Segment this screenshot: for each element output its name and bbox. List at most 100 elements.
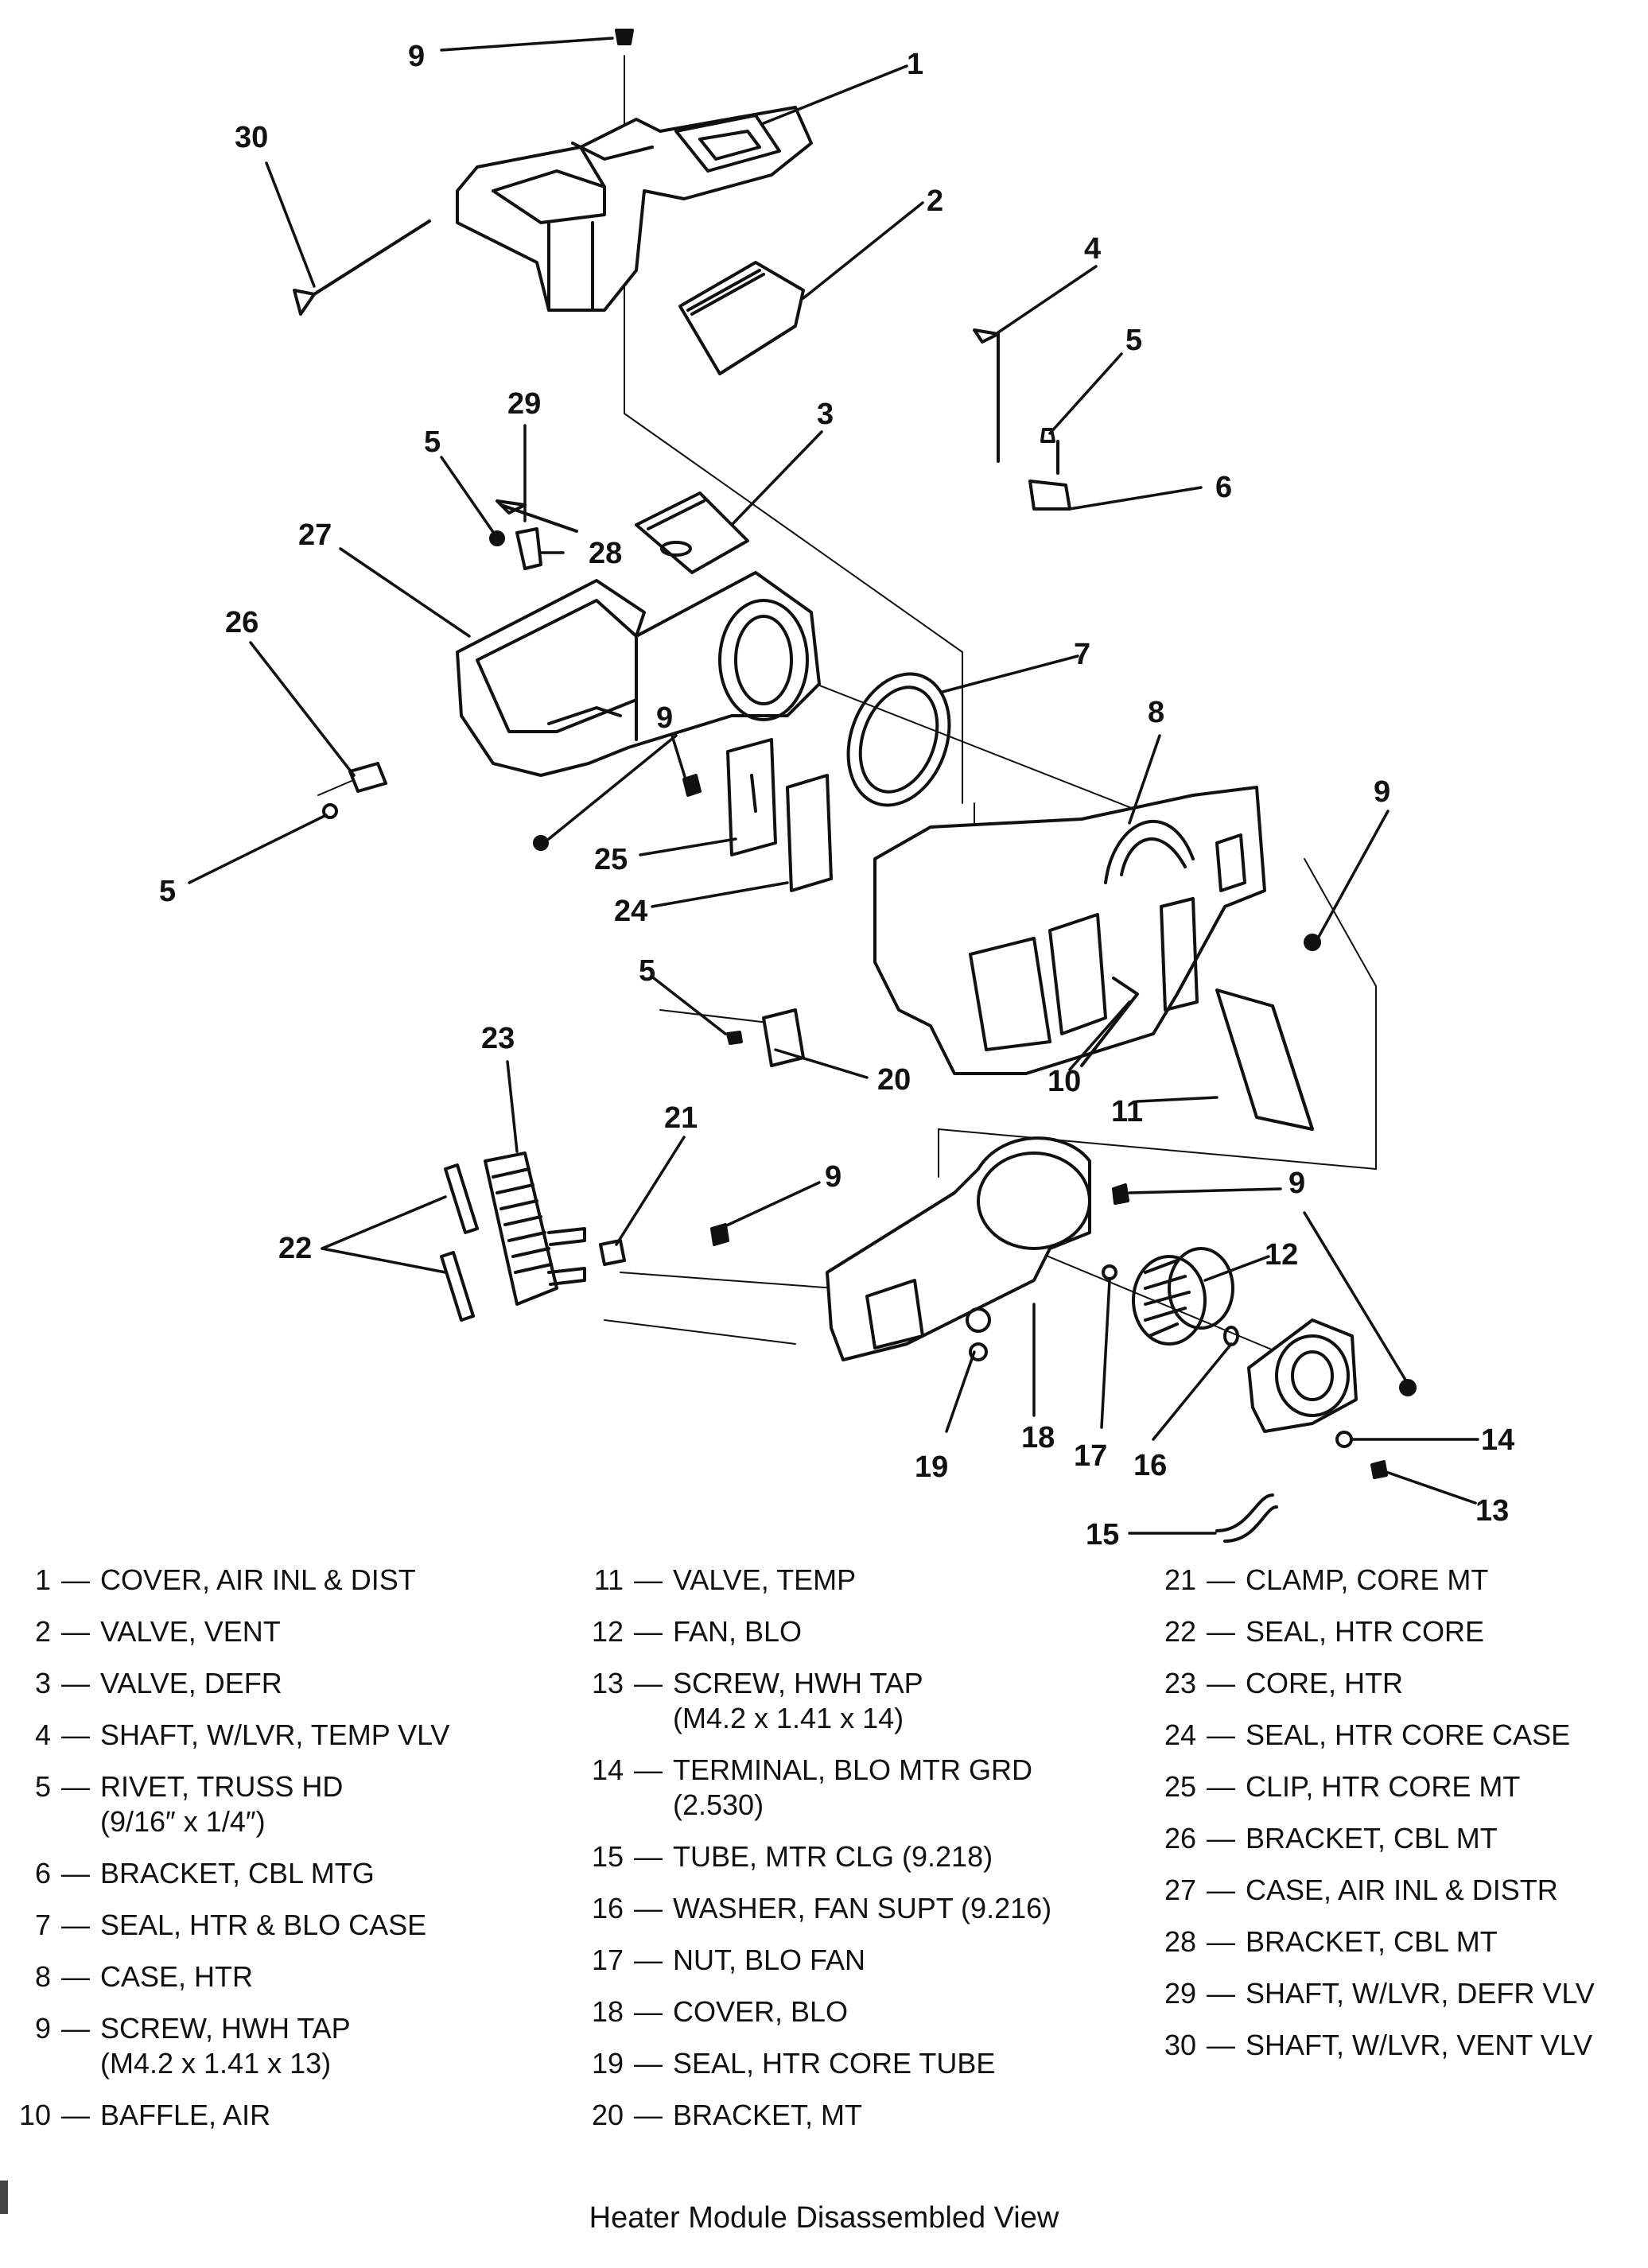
part-5-rivet-mid xyxy=(489,530,505,546)
part-27-air-inlet-case xyxy=(456,571,821,777)
callout-27: 27 xyxy=(298,518,332,552)
scan-edge-mark xyxy=(0,2181,8,2214)
callout-20: 20 xyxy=(877,1063,911,1097)
part-4-temp-shaft xyxy=(973,328,1000,463)
callout-7: 7 xyxy=(1074,638,1090,671)
callout-3: 3 xyxy=(817,398,834,431)
callout-21: 21 xyxy=(664,1101,698,1135)
legend-item: 14—TERMINAL, BLO MTR GRD (2.530) xyxy=(591,1753,1033,1821)
legend-item: 4—SHAFT, W/LVR, TEMP VLV xyxy=(34,1718,450,1751)
callout-15: 15 xyxy=(1086,1518,1119,1551)
callout-26: 26 xyxy=(225,606,258,639)
part-5-6-rivet-bracket xyxy=(1028,428,1071,511)
part-9-screw-top xyxy=(615,29,634,45)
part-10-air-baffle xyxy=(1080,977,1139,1067)
legend-column-1: 1—COVER, AIR INL & DIST 2—VALVE, VENT 3—… xyxy=(0,1563,449,2150)
figure-caption: Heater Module Disassembled View xyxy=(589,2201,1059,2235)
legend-item: 30—SHAFT, W/LVR, VENT VLV xyxy=(1164,2029,1593,2061)
callout-25: 25 xyxy=(594,843,628,876)
part-9-screw-lower xyxy=(710,1223,729,1246)
legend-item: 5—RIVET, TRUSS HD (9/16″ x 1/4″) xyxy=(34,1770,344,1838)
part-15-cooling-tube xyxy=(1215,1493,1278,1543)
part-26-cable-bracket xyxy=(348,762,387,793)
legend-item: 26—BRACKET, CBL MT xyxy=(1164,1822,1498,1854)
callout-9: 9 xyxy=(408,40,425,73)
legend-item: 18—COVER, BLO xyxy=(591,1995,849,2028)
part-25-clip xyxy=(726,738,777,856)
callout-9: 9 xyxy=(1288,1167,1305,1200)
legend-item: 16—WASHER, FAN SUPT (9.216) xyxy=(591,1892,1052,1924)
callout-13: 13 xyxy=(1475,1494,1509,1528)
callout-5: 5 xyxy=(424,425,441,459)
assembly-guide-lines xyxy=(317,55,1377,1361)
part-28-bracket xyxy=(515,527,542,570)
legend-item: 29—SHAFT, W/LVR, DEFR VLV xyxy=(1164,1977,1595,2010)
legend-item: 1—COVER, AIR INL & DIST xyxy=(34,1563,416,1596)
legend-item: 3—VALVE, DEFR xyxy=(34,1667,282,1699)
part-29-defr-shaft xyxy=(496,499,578,533)
leader-lines xyxy=(188,37,1479,1535)
part-8-heater-case xyxy=(873,786,1266,1075)
callout-30: 30 xyxy=(235,121,268,154)
callout-5: 5 xyxy=(1125,324,1142,357)
callout-5: 5 xyxy=(639,954,655,988)
part-22-seals xyxy=(440,1163,479,1322)
part-11-temp-valve xyxy=(1215,988,1314,1131)
callout-16: 16 xyxy=(1133,1449,1167,1482)
legend-item: 17—NUT, BLO FAN xyxy=(591,1944,866,1976)
part-9-screws-right xyxy=(1112,1183,1417,1396)
part-9-screw-right xyxy=(1304,934,1321,951)
legend-item: 8—CASE, HTR xyxy=(34,1960,254,1993)
legend-item: 9—SCREW, HWH TAP (M4.2 x 1.41 x 13) xyxy=(34,2012,351,2080)
part-9-screws-mid xyxy=(533,774,702,851)
callout-labels: 9 1 30 2 4 5 29 3 5 6 27 28 26 7 8 9 9 2… xyxy=(159,40,1514,1551)
part-23-heater-core xyxy=(484,1151,586,1306)
parts-legend: 1—COVER, AIR INL & DIST 2—VALVE, VENT 3—… xyxy=(0,1563,1648,2135)
callout-1: 1 xyxy=(907,48,923,81)
legend-column-3: 21—CLAMP, CORE MT 22—SEAL, HTR CORE 23—C… xyxy=(1145,1563,1595,2080)
callout-23: 23 xyxy=(481,1022,515,1055)
legend-item: 11—VALVE, TEMP xyxy=(593,1563,857,1596)
legend-item: 19—SEAL, HTR CORE TUBE xyxy=(591,2047,996,2080)
part-1-air-inlet-cover xyxy=(456,106,813,312)
callout-4: 4 xyxy=(1084,232,1101,266)
legend-item: 2—VALVE, VENT xyxy=(34,1615,281,1648)
callout-19: 19 xyxy=(915,1451,948,1484)
callout-5: 5 xyxy=(159,875,176,908)
exploded-parts-diagram: 9 1 30 2 4 5 29 3 5 6 27 28 26 7 8 9 9 2… xyxy=(159,29,1514,1551)
callout-9: 9 xyxy=(656,701,673,735)
part-5-rivet-left xyxy=(322,803,338,819)
callout-12: 12 xyxy=(1265,1238,1298,1272)
callout-28: 28 xyxy=(589,537,622,570)
callout-18: 18 xyxy=(1021,1421,1055,1454)
blower-motor xyxy=(1247,1318,1358,1433)
part-7-seal xyxy=(846,672,951,807)
part-3-defr-valve xyxy=(635,491,749,574)
legend-item: 10—BAFFLE, AIR xyxy=(18,2099,271,2131)
legend-item: 15—TUBE, MTR CLG (9.218) xyxy=(591,1840,993,1873)
callout-11: 11 xyxy=(1111,1095,1143,1128)
callout-17: 17 xyxy=(1074,1439,1107,1473)
legend-item: 27—CASE, AIR INL & DISTR xyxy=(1164,1874,1558,1906)
legend-item: 13—SCREW, HWH TAP (M4.2 x 1.41 x 14) xyxy=(591,1667,923,1734)
part-18-blower-cover xyxy=(826,1136,1091,1361)
callout-9: 9 xyxy=(825,1160,841,1194)
legend-item: 22—SEAL, HTR CORE xyxy=(1164,1615,1485,1648)
callout-29: 29 xyxy=(507,387,541,421)
part-2-vent-valve xyxy=(678,261,805,375)
part-17-nut xyxy=(1102,1264,1117,1280)
legend-item: 21—CLAMP, CORE MT xyxy=(1164,1563,1489,1596)
callout-14: 14 xyxy=(1481,1423,1514,1457)
part-14-terminal xyxy=(1335,1431,1353,1448)
legend-item: 28—BRACKET, CBL MT xyxy=(1164,1925,1498,1958)
legend-column-2: 11—VALVE, TEMP 12—FAN, BLO 13—SCREW, HWH… xyxy=(573,1563,1051,2150)
part-13-screw xyxy=(1370,1460,1388,1479)
legend-item: 12—FAN, BLO xyxy=(591,1615,803,1648)
callout-6: 6 xyxy=(1215,471,1232,504)
callout-10: 10 xyxy=(1047,1065,1081,1098)
legend-item: 24—SEAL, HTR CORE CASE xyxy=(1164,1718,1571,1751)
part-24-seal xyxy=(786,774,833,892)
legend-item: 6—BRACKET, CBL MTG xyxy=(34,1857,375,1889)
part-5-rivet-lower xyxy=(726,1031,743,1045)
legend-item: 20—BRACKET, MT xyxy=(591,2099,863,2131)
